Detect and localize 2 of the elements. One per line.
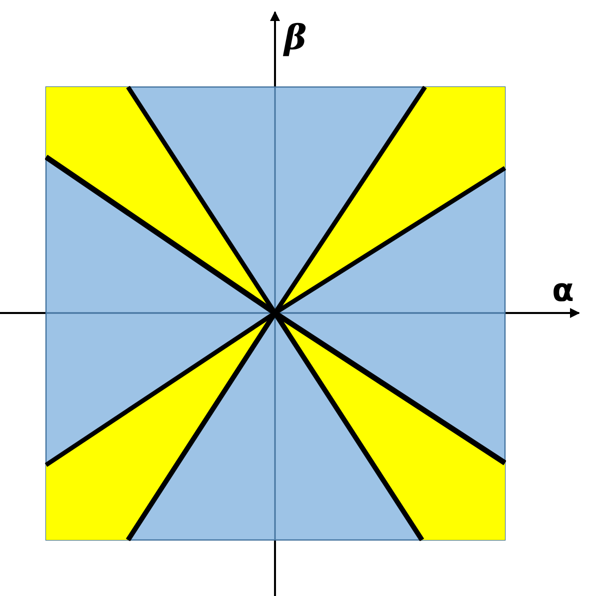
axis-label: α <box>552 274 574 306</box>
axis-label: β <box>284 21 307 55</box>
